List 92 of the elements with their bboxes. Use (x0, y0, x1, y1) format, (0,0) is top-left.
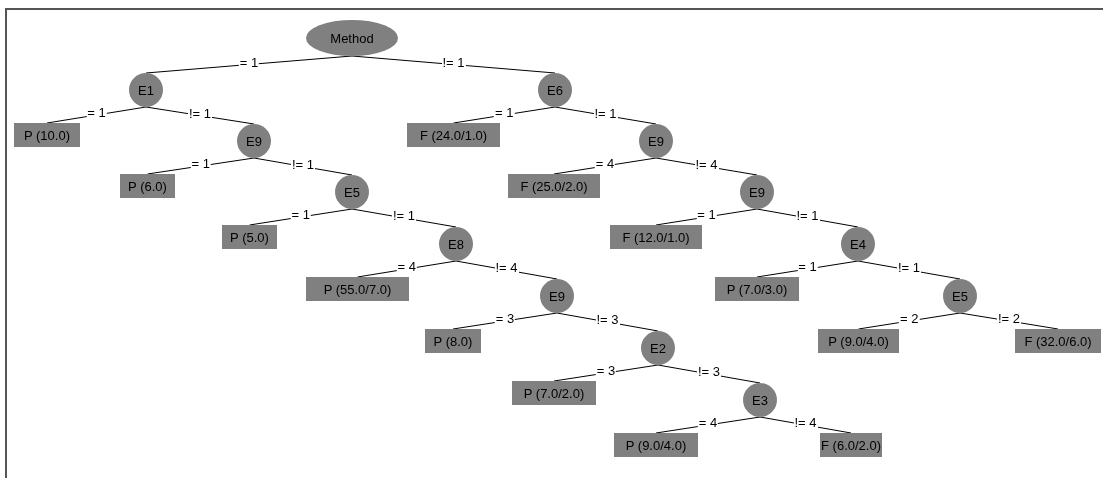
node-label: E5 (344, 184, 360, 200)
connector-line (655, 208, 758, 226)
node-label: E9 (549, 288, 565, 304)
leaf-box (120, 174, 175, 198)
decision-circle (538, 73, 572, 107)
edge-label: = 4 (594, 157, 616, 171)
node-label: P (55.0/7.0) (323, 281, 392, 297)
edge-label: = 2 (899, 312, 920, 326)
edge-label: = 1 (238, 55, 260, 70)
leaf-box (610, 225, 702, 249)
node-label: E2 (650, 340, 666, 356)
leaf-box (1015, 329, 1101, 353)
decision-circle (641, 331, 675, 365)
edge-label: = 4 (396, 260, 417, 274)
connector-line (553, 364, 659, 382)
edge-label: = 3 (595, 364, 617, 378)
edge-label: = 3 (494, 312, 516, 326)
leaf-box (425, 329, 481, 353)
decision-circle (335, 175, 369, 209)
leaf-box (512, 381, 596, 405)
node-label: E6 (547, 82, 563, 98)
edge-label: != 4 (694, 157, 719, 172)
edge-label: = 1 (190, 157, 211, 171)
node-label: E9 (246, 133, 262, 149)
leaf-box (407, 123, 500, 147)
edge-label: = 4 (697, 416, 719, 430)
decision-circle (129, 73, 163, 107)
node-label: P (5.0) (230, 229, 269, 245)
connector-line (858, 312, 961, 330)
leaf-box (14, 123, 80, 147)
node-label: Method (330, 30, 374, 46)
node-label: E9 (749, 184, 765, 200)
node-label: E1 (138, 82, 154, 98)
connector-line (46, 106, 147, 124)
edge-label: != 3 (595, 313, 620, 327)
node-label: E4 (850, 236, 866, 252)
decision-circle (743, 383, 777, 417)
node-label: F (24.0/1.0) (419, 127, 488, 143)
connector-line (147, 157, 255, 175)
node-label: E8 (448, 236, 464, 252)
connector-line (756, 260, 859, 278)
edge-label: != 1 (291, 157, 315, 172)
node-label: F (32.0/6.0) (1024, 333, 1092, 349)
connector-line (452, 312, 558, 330)
node-label: E5 (952, 288, 968, 304)
connector-line (145, 55, 353, 74)
node-label: P (9.0/4.0) (828, 333, 889, 349)
node-label: P (7.0/2.0) (523, 385, 585, 401)
edge-label: = 1 (86, 106, 107, 120)
decision-circle (540, 279, 574, 313)
node-label: P (6.0) (128, 178, 167, 194)
node-label: P (8.0) (433, 333, 473, 349)
node-label: E9 (648, 133, 664, 149)
edge-label: = 1 (797, 260, 818, 274)
leaf-box (508, 174, 600, 198)
edge-label: != 3 (697, 365, 721, 379)
edge-label: = 1 (290, 208, 311, 222)
decision-circle (639, 124, 673, 158)
node-label: P (10.0) (24, 127, 70, 143)
leaf-box (306, 277, 409, 301)
connector-line (553, 157, 657, 175)
decision-circle (943, 279, 977, 313)
edge-label: != 1 (188, 106, 212, 121)
edge-label: != 1 (441, 55, 466, 70)
leaf-box (614, 433, 698, 457)
edge-label: != 1 (392, 209, 416, 223)
decision-circle (841, 227, 875, 261)
node-label: P (7.0/3.0) (726, 281, 788, 297)
node-label: F (25.0/2.0) (520, 178, 588, 194)
node-label: P (9.0/4.0) (625, 437, 687, 453)
leaf-box (222, 225, 277, 249)
connector-line (453, 106, 556, 124)
connector-line (357, 260, 457, 278)
node-label: E3 (752, 392, 768, 408)
edge-label: = 1 (494, 106, 515, 120)
connector-line (655, 416, 761, 434)
connector-line (249, 208, 353, 226)
edge-label: != 4 (494, 261, 519, 275)
edge-label: = 1 (696, 208, 717, 222)
edge-label: != 1 (897, 261, 921, 275)
node-label: F (6.0/2.0) (821, 437, 881, 453)
decision-circle (740, 175, 774, 209)
edge-label: != 4 (793, 416, 818, 430)
decision-circle (439, 227, 473, 261)
edge-label: != 1 (795, 209, 820, 223)
decision-circle (237, 124, 271, 158)
leaf-box (715, 277, 799, 301)
edge-label: != 2 (997, 312, 1021, 326)
connector-line (351, 55, 556, 74)
edge-label: != 1 (593, 106, 618, 121)
leaf-box (818, 329, 899, 353)
node-label: F (12.0/1.0) (622, 229, 690, 245)
